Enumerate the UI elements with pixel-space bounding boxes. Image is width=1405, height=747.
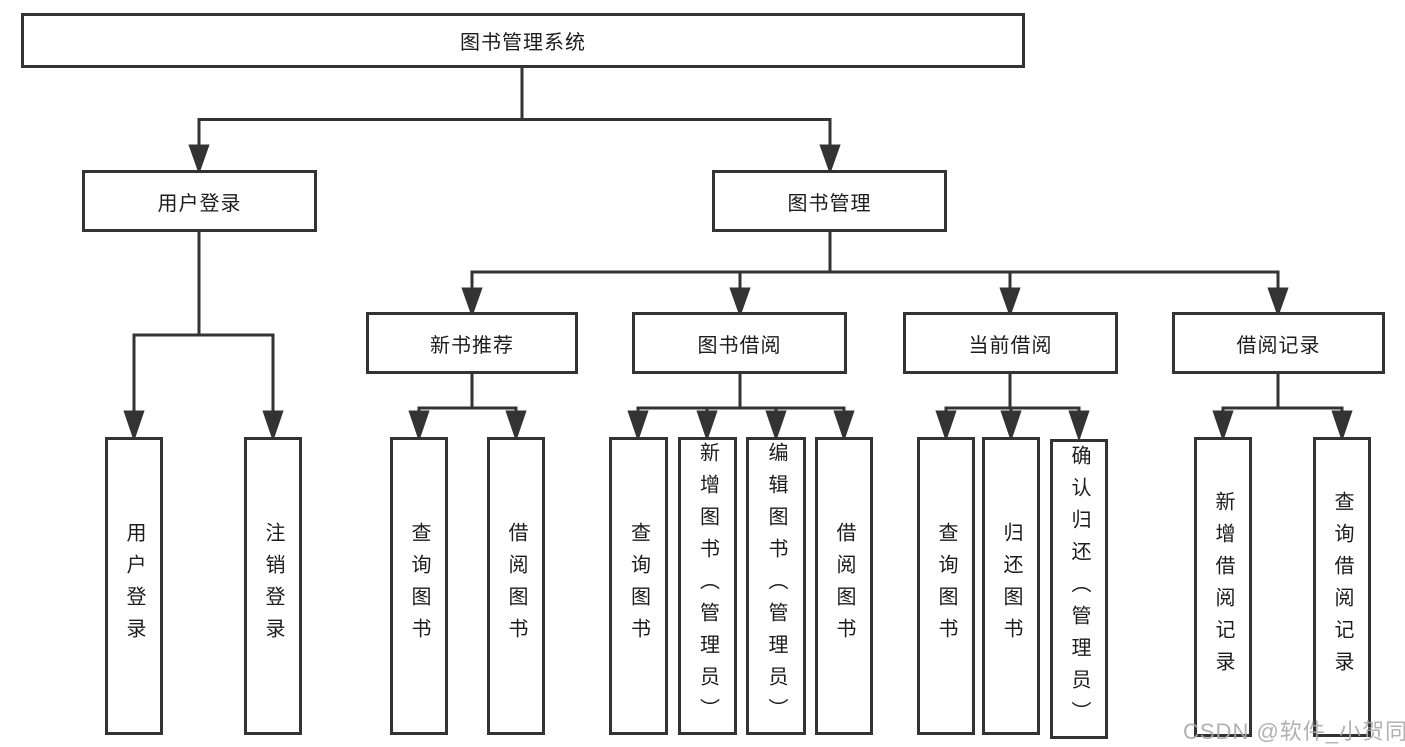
arrowhead <box>999 287 1021 318</box>
leaf-recommend-query-books-label: 查询图书 <box>408 522 430 650</box>
leaf-borrow-query-books: 查询图书 <box>609 437 668 735</box>
arrowhead <box>505 410 527 442</box>
arrowhead <box>188 144 210 175</box>
node-new-book-recommend-label: 新书推荐 <box>430 334 514 357</box>
leaf-records-query-record-label: 查询借阅记录 <box>1331 491 1353 683</box>
leaf-records-query-record: 查询借阅记录 <box>1313 437 1371 737</box>
arrowhead <box>1068 410 1090 442</box>
leaf-current-confirm-return-admin: 确认归还（管理员） <box>1050 439 1108 739</box>
node-current-borrow: 当前借阅 <box>903 312 1118 374</box>
arrowhead <box>1267 287 1289 318</box>
arrowhead <box>1000 410 1022 442</box>
arrowhead <box>123 410 145 442</box>
arrowhead <box>765 410 787 442</box>
leaf-borrow-edit-books-admin: 编辑图书（管理员） <box>746 437 806 735</box>
leaf-current-query-books-label: 查询图书 <box>935 522 957 650</box>
leaf-borrow-borrow-books: 借阅图书 <box>815 437 873 735</box>
leaf-records-add-record: 新增借阅记录 <box>1194 437 1252 737</box>
node-root: 图书管理系统 <box>21 13 1025 68</box>
node-book-management-label: 图书管理 <box>787 192 872 215</box>
node-user-login-label: 用户登录 <box>157 192 242 215</box>
leaf-logout-label: 注销登录 <box>262 522 284 650</box>
node-borrow-records: 借阅记录 <box>1172 312 1385 374</box>
leaf-records-add-record-label: 新增借阅记录 <box>1212 491 1234 683</box>
leaf-recommend-borrow-books: 借阅图书 <box>487 437 545 735</box>
leaf-current-confirm-return-admin-label: 确认归还（管理员） <box>1068 445 1090 733</box>
leaf-current-return-books-label: 归还图书 <box>1000 522 1022 650</box>
arrowhead <box>729 287 751 318</box>
leaf-logout: 注销登录 <box>244 437 302 735</box>
node-book-borrow-label: 图书借阅 <box>697 334 782 357</box>
arrowhead <box>833 410 855 442</box>
arrowhead <box>819 144 841 175</box>
arrowhead <box>408 410 430 442</box>
node-current-borrow-label: 当前借阅 <box>968 334 1053 357</box>
arrowhead <box>696 410 718 442</box>
arrowhead <box>627 410 649 442</box>
node-user-login: 用户登录 <box>82 170 317 232</box>
leaf-user-login-label: 用户登录 <box>123 522 145 650</box>
leaf-borrow-borrow-books-label: 借阅图书 <box>833 522 855 650</box>
node-root-label: 图书管理系统 <box>460 32 586 54</box>
arrowhead <box>262 410 284 442</box>
leaf-user-login: 用户登录 <box>105 437 163 735</box>
node-borrow-records-label: 借阅记录 <box>1236 334 1321 357</box>
arrowhead <box>461 287 483 318</box>
watermark: CSDN @软件_小贺同学 <box>1183 719 1405 744</box>
leaf-borrow-add-books-admin-label: 新增图书（管理员） <box>696 442 719 730</box>
arrowhead <box>1331 410 1353 442</box>
node-book-borrow: 图书借阅 <box>632 312 847 374</box>
node-new-book-recommend: 新书推荐 <box>366 312 578 374</box>
leaf-recommend-query-books: 查询图书 <box>390 437 448 735</box>
arrowhead <box>1212 410 1234 442</box>
leaf-borrow-edit-books-admin-label: 编辑图书（管理员） <box>765 442 787 730</box>
leaf-recommend-borrow-books-label: 借阅图书 <box>505 522 527 650</box>
leaf-current-query-books: 查询图书 <box>917 437 975 735</box>
node-book-management: 图书管理 <box>712 170 947 232</box>
leaf-borrow-add-books-admin: 新增图书（管理员） <box>678 437 737 735</box>
leaf-current-return-books: 归还图书 <box>982 437 1040 735</box>
leaf-borrow-query-books-label: 查询图书 <box>627 522 650 650</box>
arrowhead <box>935 410 957 442</box>
